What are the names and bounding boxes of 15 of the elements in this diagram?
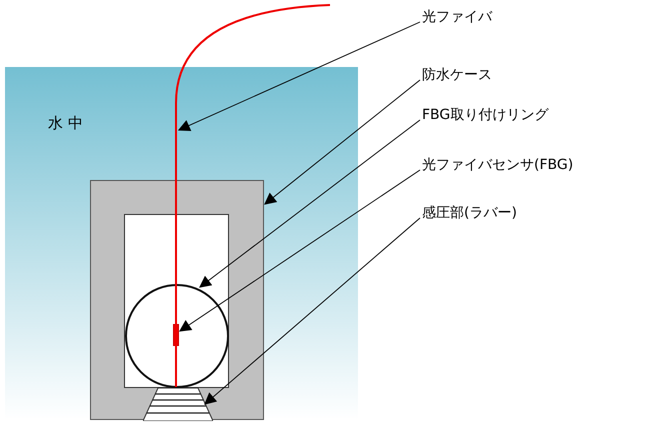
part-label: 防水ケース <box>422 66 492 86</box>
optical-fiber <box>174 3 332 388</box>
leader-line <box>179 170 420 332</box>
water-region <box>5 67 358 420</box>
region-label: 水 中 <box>48 114 83 132</box>
leader-line <box>178 22 420 132</box>
waterproof-case <box>90 180 264 420</box>
leader-line <box>199 120 420 288</box>
part-label: 光ファイバ <box>422 8 492 28</box>
part-label: FBG取り付けリング <box>422 106 548 126</box>
part-label: 光ファイバセンサ(FBG) <box>422 156 574 176</box>
leader-line <box>264 80 420 205</box>
rubber-pad <box>143 388 213 421</box>
part-label: 感圧部(ラバー) <box>422 204 517 224</box>
leader-line <box>204 218 420 405</box>
